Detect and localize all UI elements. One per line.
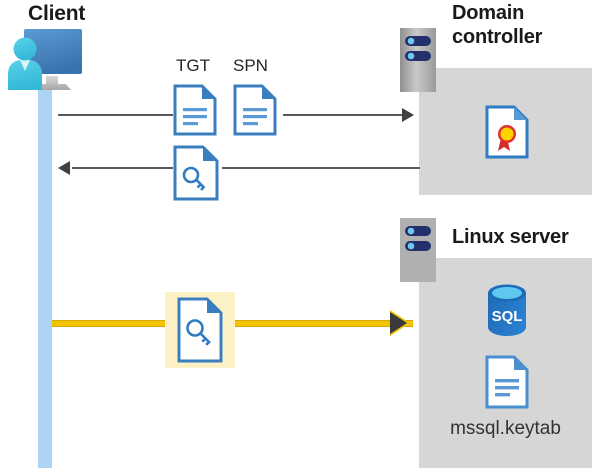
client-title: Client <box>28 2 86 25</box>
flow-reply-line-right <box>222 167 420 169</box>
flow-request-line-right <box>283 114 402 116</box>
flow-reply-line-left <box>72 167 173 169</box>
domain-controller-rack-icon <box>400 28 436 92</box>
tgt-label: TGT <box>176 56 210 75</box>
flow-keytab-line-left <box>52 320 165 327</box>
flow-request-line-left <box>58 114 173 116</box>
domain-controller-title-line2: controller <box>452 25 543 48</box>
flow-keytab-line-right <box>235 320 413 327</box>
client-user-monitor-icon <box>6 26 98 96</box>
linux-server-rack-icon <box>400 218 436 282</box>
tgt-document-icon <box>173 84 217 141</box>
service-ticket-document-key-icon <box>173 145 219 206</box>
linux-server-title: Linux server <box>452 226 569 248</box>
client-lifeline <box>38 88 52 468</box>
sql-database-text: SQL <box>492 308 523 325</box>
flow-reply-arrowhead <box>58 161 70 175</box>
flow-keytab-arrowhead <box>390 312 407 334</box>
flow-request-arrowhead <box>402 108 414 122</box>
domain-controller-title-line1: Domain <box>452 2 525 24</box>
keytab-ticket-document-key-icon <box>177 297 223 368</box>
keytab-file-label: mssql.keytab <box>450 418 561 439</box>
domain-controller-title: Domain controller <box>452 2 592 49</box>
certificate-document-icon <box>485 105 529 164</box>
spn-document-icon <box>233 84 277 141</box>
keytab-document-icon <box>485 355 529 414</box>
spn-label: SPN <box>233 56 268 75</box>
sql-database-icon: SQL <box>483 282 531 343</box>
